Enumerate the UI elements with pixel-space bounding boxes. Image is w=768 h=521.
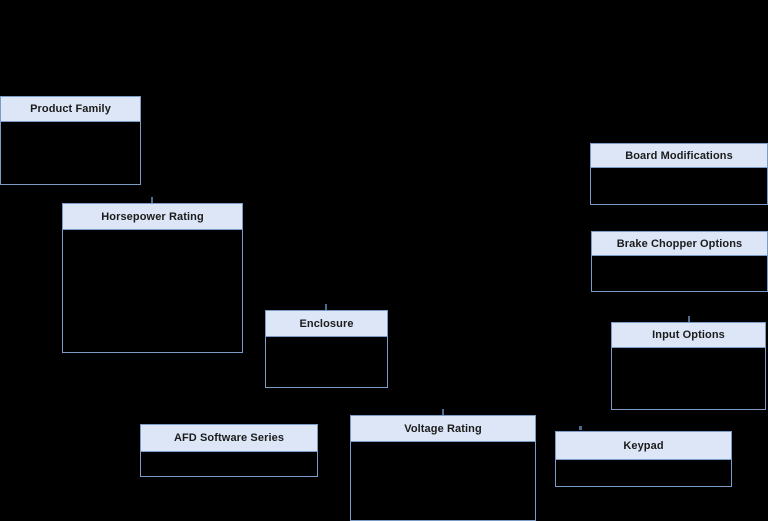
panel-afd-software-series[interactable]: AFD Software Series [140, 424, 318, 477]
panel-body-board-modifications[interactable] [591, 168, 767, 204]
panel-body-input-options[interactable] [612, 348, 765, 409]
panel-title-keypad: Keypad [556, 432, 731, 460]
connector-to-horsepower-rating [151, 197, 153, 203]
panel-title-enclosure: Enclosure [266, 311, 387, 337]
panel-body-product-family[interactable] [1, 122, 140, 184]
panel-body-enclosure[interactable] [266, 337, 387, 387]
panel-body-brake-chopper-options[interactable] [592, 256, 767, 291]
panel-title-input-options: Input Options [612, 323, 765, 348]
connector-to-input-options [688, 316, 690, 322]
panel-body-voltage-rating[interactable] [351, 442, 535, 520]
panel-title-brake-chopper-options: Brake Chopper Options [592, 232, 767, 256]
panel-product-family[interactable]: Product Family [0, 96, 141, 185]
panel-title-afd-software-series: AFD Software Series [141, 425, 317, 452]
panel-board-modifications[interactable]: Board Modifications [590, 143, 768, 205]
panel-enclosure[interactable]: Enclosure [265, 310, 388, 388]
panel-keypad[interactable]: Keypad [555, 431, 732, 487]
panel-horsepower-rating[interactable]: Horsepower Rating [62, 203, 243, 353]
connector-to-voltage-rating [442, 409, 444, 415]
panel-input-options[interactable]: Input Options [611, 322, 766, 410]
panel-brake-chopper-options[interactable]: Brake Chopper Options [591, 231, 768, 292]
panel-title-horsepower-rating: Horsepower Rating [63, 204, 242, 230]
connector-to-keypad [579, 426, 582, 430]
panel-body-afd-software-series[interactable] [141, 452, 317, 476]
panel-voltage-rating[interactable]: Voltage Rating [350, 415, 536, 521]
panel-body-keypad[interactable] [556, 460, 731, 486]
panel-body-horsepower-rating[interactable] [63, 230, 242, 352]
panel-title-product-family: Product Family [1, 97, 140, 122]
panel-title-voltage-rating: Voltage Rating [351, 416, 535, 442]
panel-title-board-modifications: Board Modifications [591, 144, 767, 168]
connector-to-enclosure [325, 304, 327, 310]
